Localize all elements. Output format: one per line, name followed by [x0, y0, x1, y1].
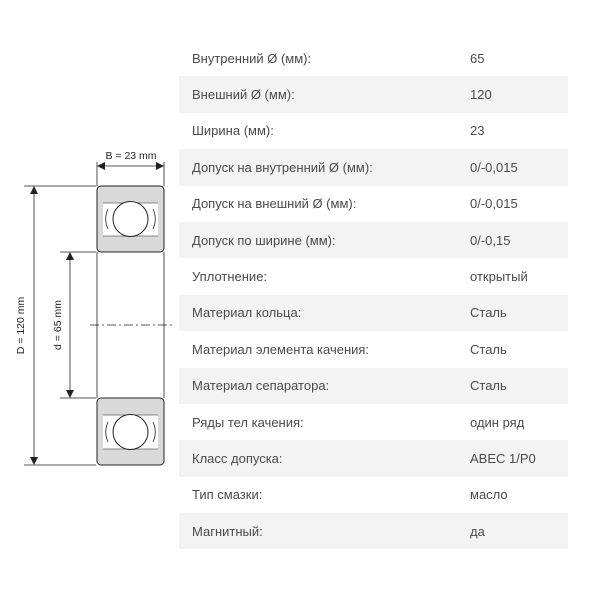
table-row: Магнитный: да	[179, 513, 568, 550]
outer-diameter-label: D = 120 mm	[15, 297, 27, 355]
spec-value: 65	[470, 50, 485, 66]
table-row: Внутренний Ø (мм): 65	[179, 40, 568, 76]
spec-label: Тип смазки:	[192, 487, 263, 503]
table-row: Материал сепаратора: Сталь	[179, 367, 568, 404]
table-row: Ширина (мм): 23	[179, 113, 568, 149]
table-row: Допуск на внутренний Ø (мм): 0/-0,015	[179, 149, 568, 186]
spec-value: 23	[470, 123, 485, 139]
spec-label: Класс допуска:	[192, 450, 283, 466]
table-row: Допуск по ширине (мм): 0/-0,15	[179, 221, 568, 259]
spec-value: 0/-0,15	[470, 232, 511, 248]
spec-label: Материал кольца:	[192, 305, 302, 321]
spec-value: Сталь	[470, 341, 507, 357]
rolling-ball	[112, 414, 149, 450]
spec-value: 120	[470, 87, 492, 103]
table-row: Класс допуска: ABEC 1/P0	[179, 440, 568, 477]
outer-diameter-dimension: D = 120 mm	[15, 185, 96, 466]
spec-label: Материал элемента качения:	[192, 341, 370, 357]
spec-label: Внутренний Ø (мм):	[192, 50, 312, 66]
rolling-ball	[112, 201, 149, 237]
bearing-drawing: B = 23 mm D = 120 mm d = 65 mm	[15, 150, 172, 466]
spec-label: Допуск на внутренний Ø (мм):	[192, 159, 373, 175]
spec-value: ABEC 1/P0	[470, 450, 536, 466]
table-row: Материал кольца: Сталь	[179, 294, 568, 332]
bearing-section-bottom	[96, 397, 165, 466]
spec-label: Уплотнение:	[192, 269, 268, 285]
spec-value: открытый	[470, 269, 528, 285]
spec-label: Ширина (мм):	[192, 123, 274, 139]
spec-value: Сталь	[470, 305, 507, 321]
table-row: Допуск на внешний Ø (мм): 0/-0,015	[179, 186, 568, 222]
spec-value: Сталь	[470, 378, 507, 394]
spec-value: 0/-0,015	[470, 196, 518, 212]
spec-label: Ряды тел качения:	[192, 414, 304, 430]
table-row: Материал элемента качения: Сталь	[179, 331, 568, 367]
spec-label: Допуск по ширине (мм):	[192, 232, 336, 248]
inner-diameter-dimension: d = 65 mm	[52, 251, 96, 399]
spec-value: 0/-0,015	[470, 159, 518, 175]
spec-label: Внешний Ø (мм):	[192, 87, 295, 103]
spec-label: Материал сепаратора:	[192, 378, 330, 394]
spec-label: Магнитный:	[192, 523, 263, 539]
bearing-section-top	[96, 185, 165, 253]
spec-value: один ряд	[470, 414, 525, 430]
inner-diameter-label: d = 65 mm	[52, 300, 64, 350]
table-row: Внешний Ø (мм): 120	[179, 76, 568, 113]
table-row: Ряды тел качения: один ряд	[179, 404, 568, 440]
table-row: Уплотнение: открытый	[179, 258, 568, 294]
spec-value: масло	[470, 487, 508, 503]
width-label: B = 23 mm	[105, 150, 156, 162]
spec-value: да	[470, 523, 485, 539]
spec-label: Допуск на внешний Ø (мм):	[192, 196, 357, 212]
width-dimension: B = 23 mm	[96, 150, 165, 186]
table-row: Тип смазки: масло	[179, 477, 568, 513]
